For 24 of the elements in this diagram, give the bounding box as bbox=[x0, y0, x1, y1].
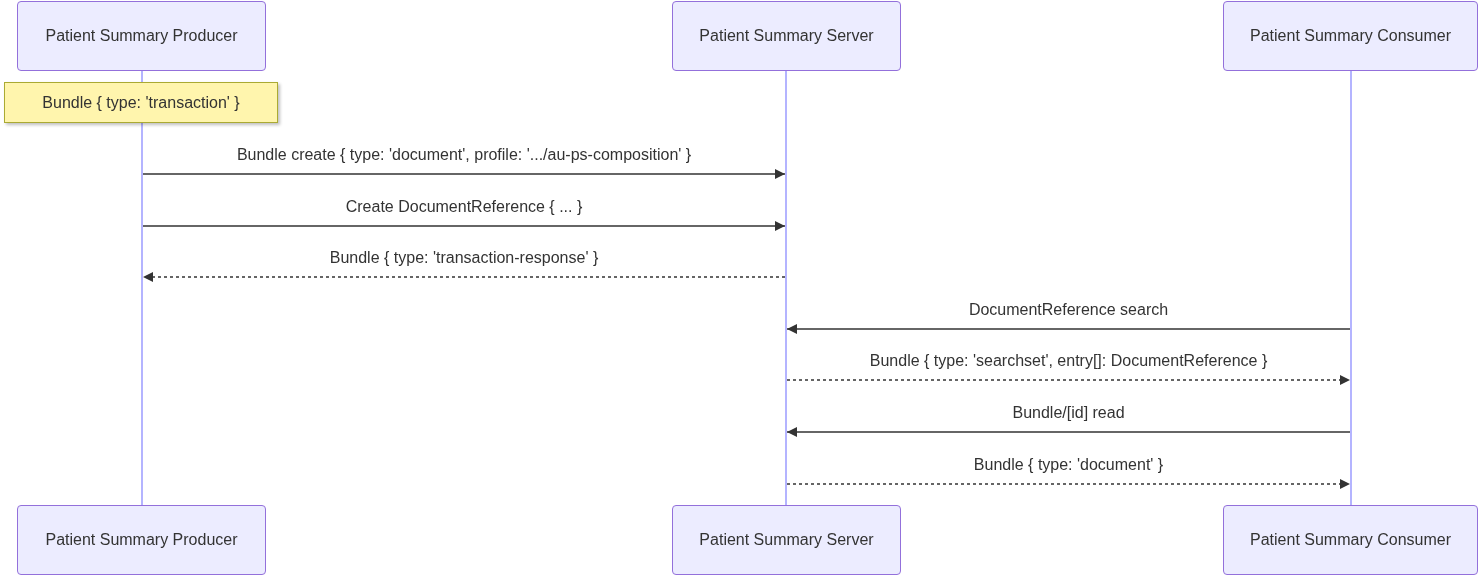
lifeline bbox=[141, 123, 143, 505]
note-box: Bundle { type: 'transaction' } bbox=[4, 82, 278, 123]
participant-box: Patient Summary Server bbox=[672, 505, 901, 575]
message-label: Bundle { type: 'transaction-response' } bbox=[329, 249, 599, 267]
arrow bbox=[142, 221, 786, 231]
arrow bbox=[142, 169, 786, 179]
arrow bbox=[786, 427, 1351, 437]
message-label: DocumentReference search bbox=[968, 301, 1169, 319]
message-label: Bundle/[id] read bbox=[1012, 404, 1125, 422]
participant-box: Patient Summary Consumer bbox=[1223, 1, 1478, 71]
lifeline bbox=[785, 71, 787, 505]
participant-box: Patient Summary Producer bbox=[17, 505, 266, 575]
arrow bbox=[786, 324, 1351, 334]
message-label: Create DocumentReference { ... } bbox=[345, 198, 583, 216]
message-label: Bundle create { type: 'document', profile: '.../au-ps-composition' } bbox=[236, 146, 692, 164]
message-label: Bundle { type: 'searchset', entry[]: DocumentReference } bbox=[869, 352, 1268, 370]
participant-box: Patient Summary Server bbox=[672, 1, 901, 71]
message-label: Bundle { type: 'document' } bbox=[973, 456, 1164, 474]
dashed-arrow bbox=[786, 375, 1351, 385]
dashed-arrow bbox=[142, 272, 786, 282]
dashed-arrow bbox=[786, 479, 1351, 489]
lifeline bbox=[1350, 71, 1352, 505]
participant-box: Patient Summary Producer bbox=[17, 1, 266, 71]
participant-box: Patient Summary Consumer bbox=[1223, 505, 1478, 575]
